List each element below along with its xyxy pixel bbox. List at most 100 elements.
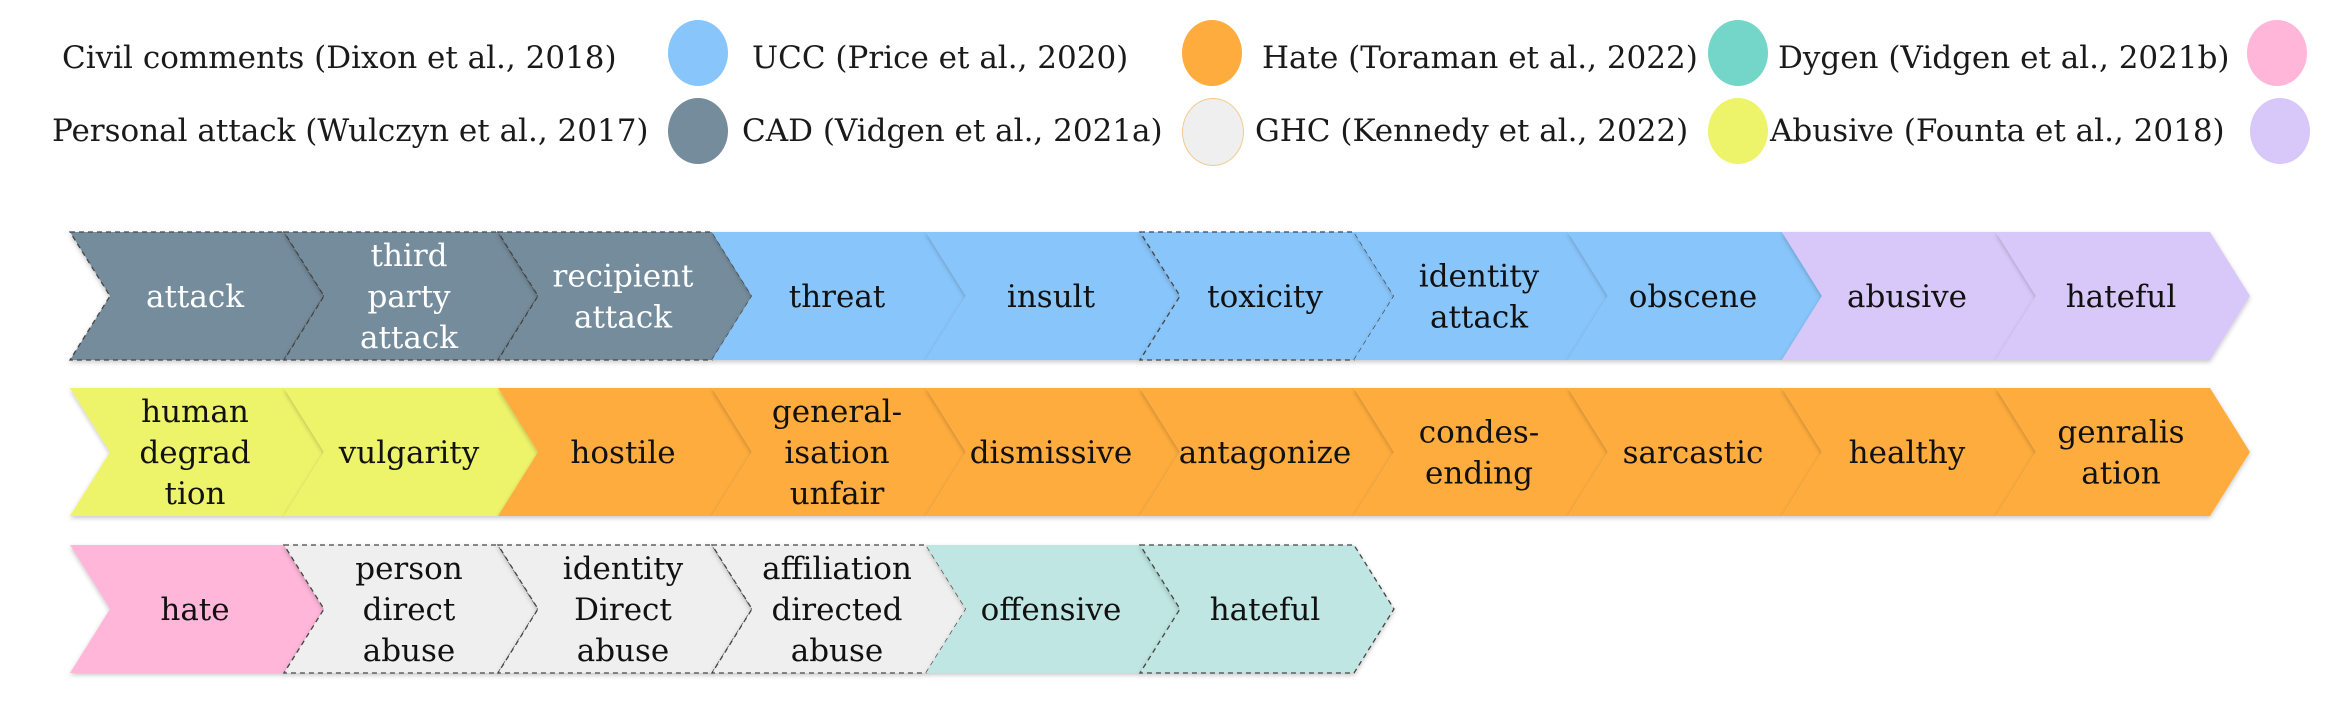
chevron-label: condes- <box>1419 415 1540 451</box>
legend-label-personal-attack: Personal attack (Wulczyn et al., 2017) <box>52 113 649 149</box>
legend-label-abusive: Abusive (Founta et al., 2018) <box>1770 113 2225 149</box>
chevron-shape <box>926 232 1180 360</box>
chevron-label: general- <box>772 394 902 430</box>
chevron-2-3: affiliation directed abuse <box>710 544 967 674</box>
chevron-1-6: condes-ending <box>1354 388 1608 516</box>
chevron-1-1: vulgarity <box>284 388 538 516</box>
chevron-1-7: sarcastic <box>1568 388 1822 516</box>
chevron-label: isation <box>784 435 889 471</box>
legend-label-ucc: UCC (Price et al., 2020) <box>752 40 1129 76</box>
chevron-shape <box>70 388 324 516</box>
chevron-label: insult <box>1007 279 1096 315</box>
chevron-label: tion <box>164 476 225 512</box>
chevron-label: toxicity <box>1207 279 1323 315</box>
chevron-shape <box>1354 232 1608 360</box>
chevron-label: attack <box>1430 300 1528 336</box>
chevron-label: human <box>141 394 249 430</box>
chevron-label: identity <box>1419 259 1540 295</box>
legend-swatch-abusive <box>1708 98 1768 164</box>
chevron-0-9: hateful <box>1996 232 2250 360</box>
chevron-1-0: human degrad tion <box>70 388 324 516</box>
chevron-label: abusive <box>1847 279 1967 315</box>
chevron-label: recipient <box>553 259 695 295</box>
chevron-shape <box>1568 388 1822 516</box>
chevron-shape <box>1782 388 2036 516</box>
chevron-label: attack <box>146 279 244 315</box>
chevron-2-4: offensive <box>926 545 1180 673</box>
chevron-label: unfair <box>790 476 885 512</box>
dataset-legend: Civil comments (Dixon et al., 2018) UCC … <box>0 0 2351 170</box>
chevron-label: hateful <box>1210 592 1321 628</box>
chevron-shape <box>926 388 1180 516</box>
chevron-label: hate <box>160 592 229 628</box>
legend-swatch-dygen <box>1708 20 1768 86</box>
chevron-0-5: toxicity <box>1138 231 1395 361</box>
legend-swatch-civil-comments <box>2247 20 2307 86</box>
chevron-0-7: obscene <box>1568 232 1822 360</box>
legend-swatch-ucc <box>668 20 728 86</box>
chevron-label: obscene <box>1629 279 1757 315</box>
chevron-shape <box>1996 388 2250 516</box>
legend-swatch-cad <box>668 98 728 164</box>
chevron-label: attack <box>574 300 672 336</box>
chevron-label: abuse <box>363 633 456 669</box>
chevron-0-6: identity attack <box>1354 232 1608 360</box>
chevron-label: vulgarity <box>338 435 480 471</box>
chevron-shape <box>498 388 752 516</box>
chevron-label: dismissive <box>970 435 1133 471</box>
chevron-shape <box>284 388 538 516</box>
chevron-2-0: hate <box>70 545 324 673</box>
legend-swatch-hate <box>1182 20 1242 86</box>
chevron-shape <box>1996 232 2250 360</box>
chevron-0-3: threat <box>712 232 966 360</box>
chevron-label: abuse <box>791 633 884 669</box>
legend-label-cad: CAD (Vidgen et al., 2021a) <box>742 113 1163 149</box>
chevron-label: affiliation <box>762 551 912 587</box>
chevron-shape <box>1354 388 1608 516</box>
chevron-label: healthy <box>1849 435 1966 471</box>
chevron-label: party <box>367 279 451 315</box>
chevron-label: threat <box>789 279 886 315</box>
chevron-shape <box>1782 232 2036 360</box>
chevron-1-4: dismissive <box>926 388 1180 516</box>
legend-label-hate: Hate (Toraman et al., 2022) <box>1262 40 1698 76</box>
chevron-shape <box>712 232 966 360</box>
chevron-2-1: person direct abuse <box>282 544 539 674</box>
chevron-shape <box>926 545 1180 673</box>
chevron-label: antagonize <box>1179 435 1351 471</box>
chevron-label: direct <box>363 592 456 628</box>
chevron-shape <box>1138 544 1395 674</box>
chevron-1-8: healthy <box>1782 388 2036 516</box>
chevron-label: hostile <box>570 435 675 471</box>
chevron-label: identity <box>563 551 684 587</box>
legend-swatch-personal-attack <box>2250 98 2310 164</box>
chevron-2-5: hateful <box>1138 544 1395 674</box>
chevron-label: hateful <box>2066 279 2177 315</box>
chevron-1-5: antagonize <box>1140 388 1394 516</box>
chevron-0-0: attack <box>68 231 325 361</box>
legend-swatch-ghc <box>1182 98 1244 166</box>
chevron-label: offensive <box>981 592 1122 628</box>
chevron-label: directed <box>772 592 903 628</box>
chevron-shape <box>712 388 966 516</box>
chevron-shape <box>70 545 324 673</box>
chevron-shape <box>1568 232 1822 360</box>
chevron-0-8: abusive <box>1782 232 2036 360</box>
chevron-label: third <box>370 238 447 274</box>
legend-label-ghc: GHC (Kennedy et al., 2022) <box>1255 113 1689 149</box>
chevron-label: abuse <box>577 633 670 669</box>
chevron-label: genralis <box>2057 415 2184 451</box>
chevron-0-4: insult <box>926 232 1180 360</box>
chevron-label: degrad <box>139 435 250 471</box>
legend-label-dygen: Dygen (Vidgen et al., 2021b) <box>1778 40 2230 76</box>
legend-label-civil-comments: Civil comments (Dixon et al., 2018) <box>62 40 617 76</box>
chevron-label: Direct <box>574 592 672 628</box>
chevron-label: person <box>355 551 463 587</box>
chevron-1-3: general-isation unfair <box>712 388 966 516</box>
chevron-shape <box>1140 388 1394 516</box>
